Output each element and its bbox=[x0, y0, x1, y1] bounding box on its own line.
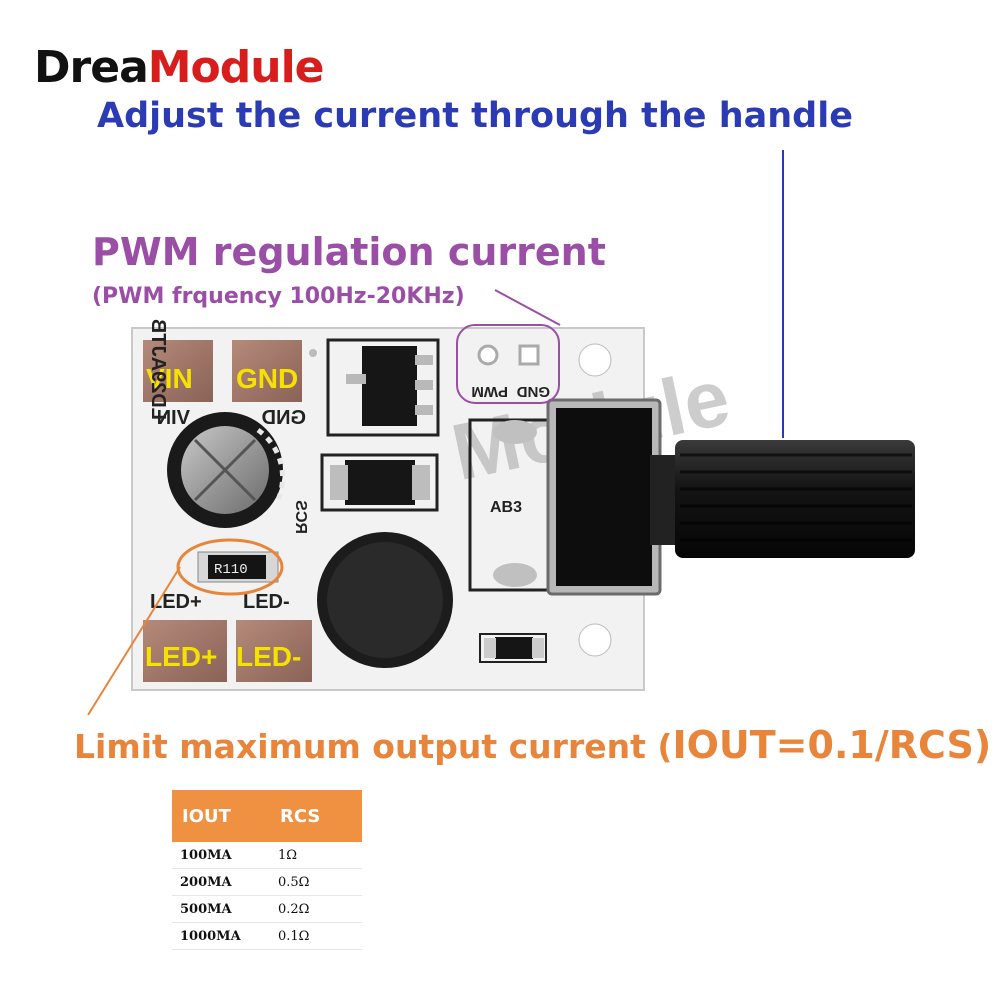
cell-iout: 200MA bbox=[172, 868, 270, 896]
pad-label-led-minus: LED- bbox=[236, 641, 301, 672]
silk-led-plus: LED+ bbox=[150, 591, 202, 613]
cell-iout: 1000MA bbox=[172, 922, 270, 950]
limit-current-text: Limit maximum output current (IOUT=0.1/R… bbox=[74, 723, 991, 767]
cell-rcs: 0.1Ω bbox=[270, 922, 362, 950]
silk-led-minus: LED- bbox=[243, 591, 290, 613]
resistor-code: R110 bbox=[214, 562, 248, 578]
silk-gnd-mirror: GND bbox=[262, 407, 306, 429]
headline: Adjust the current through the handle bbox=[97, 96, 853, 136]
silk-pwm-gnd: GND bbox=[517, 383, 551, 400]
current-sense-resistor bbox=[208, 555, 266, 579]
silk-vin-mirror: VIN bbox=[157, 407, 190, 429]
pwm-subtitle: (PWM frquency 100Hz-20KHz) bbox=[92, 284, 465, 309]
pad-led-plus bbox=[143, 620, 227, 682]
header-rcs: RCS bbox=[270, 790, 362, 842]
logo-accent: Module bbox=[147, 42, 325, 93]
header-iout: IOUT bbox=[172, 790, 270, 842]
diode bbox=[345, 460, 415, 505]
rcs-pointer-line bbox=[87, 566, 181, 716]
pad-label-gnd: GND bbox=[236, 363, 298, 394]
rcs-highlight bbox=[176, 538, 284, 596]
limit-formula: IOUT=0.1/RCS) bbox=[672, 723, 992, 767]
brand-logo: DreaModule bbox=[34, 42, 325, 93]
cell-rcs: 1Ω bbox=[270, 842, 362, 869]
knob-handle bbox=[675, 440, 915, 558]
pad-label-vin: VIN bbox=[146, 363, 193, 394]
regulator-chip bbox=[362, 346, 417, 426]
pwm-title: PWM regulation current bbox=[92, 230, 606, 274]
silk-model: LD29AJTB bbox=[147, 319, 169, 420]
limit-prefix: Limit maximum output current ( bbox=[74, 727, 673, 766]
cell-iout: 100MA bbox=[172, 842, 270, 869]
cell-rcs: 0.5Ω bbox=[270, 868, 362, 896]
cell-rcs: 0.2Ω bbox=[270, 895, 362, 923]
cell-iout: 500MA bbox=[172, 895, 270, 923]
silk-pwm: PWM bbox=[471, 383, 508, 400]
table-header-row: IOUT RCS bbox=[172, 790, 362, 842]
silk-rcs: RCS bbox=[292, 500, 309, 534]
silk-pot-code: AB3 bbox=[490, 499, 522, 516]
pad-led-minus bbox=[236, 620, 312, 682]
pad-label-led-plus: LED+ bbox=[145, 641, 217, 672]
pad-gnd bbox=[232, 340, 302, 402]
pwm-highlight bbox=[456, 324, 560, 404]
pad-vin bbox=[143, 340, 213, 402]
pwm-pointer-line bbox=[494, 289, 561, 326]
